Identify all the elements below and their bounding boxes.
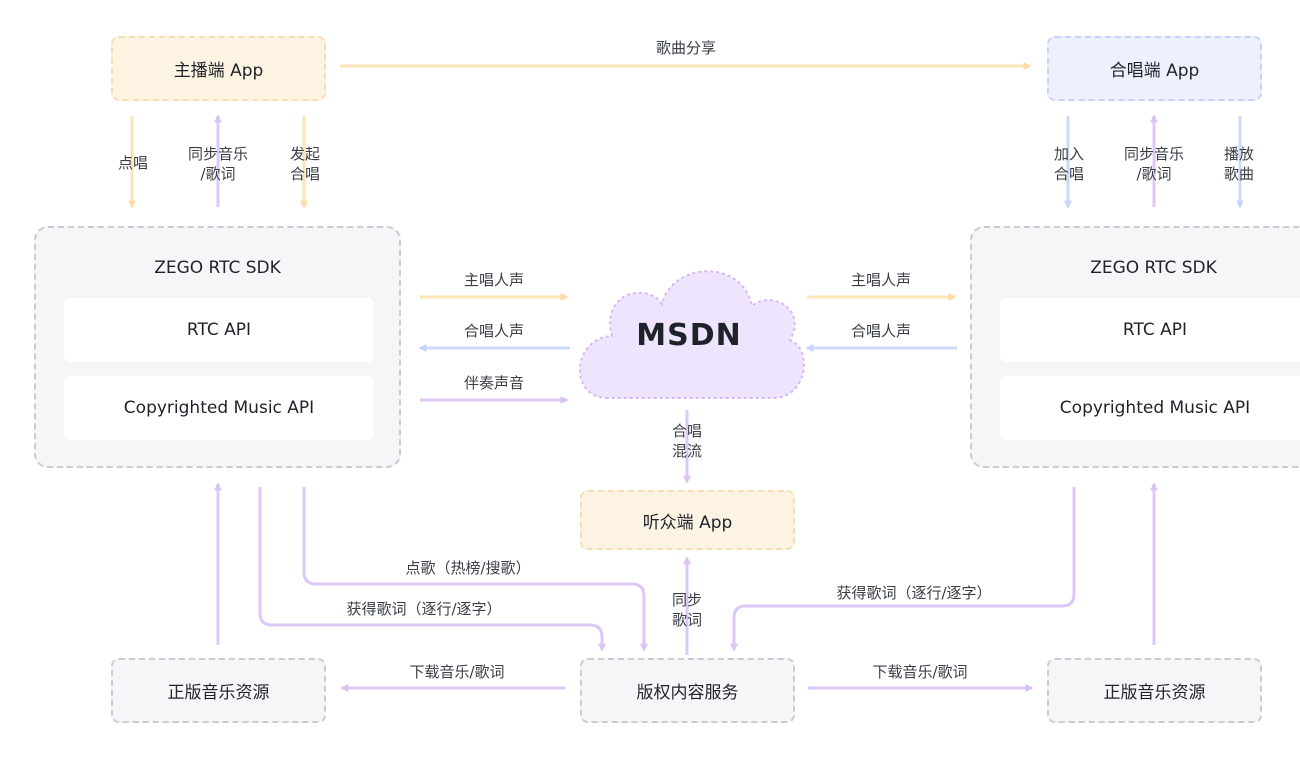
label-mix-line1: 合唱	[671, 422, 703, 440]
chorus-app-node: 合唱端 App	[1047, 36, 1262, 101]
music-resource-right: 正版音乐资源	[1047, 658, 1262, 723]
host-app-label: 主播端 App	[173, 61, 264, 81]
label-left-chorus-voice: 合唱人声	[463, 322, 525, 340]
label-mix: 合唱 混流	[672, 421, 702, 461]
label-left-start-line2: 合唱	[289, 165, 321, 183]
sdk-right-rtc-api: RTC API	[1000, 298, 1300, 362]
sdk-left: ZEGO RTC SDK RTC API Copyrighted Music A…	[34, 226, 401, 468]
label-right-sync-line1: 同步音乐	[1123, 145, 1185, 163]
copyright-service-label: 版权内容服务	[636, 683, 739, 703]
label-right-join-line1: 加入	[1053, 145, 1085, 163]
sdk-left-music-api: Copyrighted Music API	[64, 376, 374, 440]
label-left-sync: 同步音乐 /歌词	[188, 144, 248, 184]
label-song-share: 歌曲分享	[655, 39, 717, 57]
audience-app-node: 听众端 App	[580, 490, 795, 550]
label-right-sync-line2: /歌词	[1136, 165, 1172, 183]
label-sync-lyrics-line1: 同步	[671, 591, 703, 609]
copyright-service-node: 版权内容服务	[580, 658, 795, 723]
label-right-chorus-voice: 合唱人声	[850, 322, 912, 340]
label-right-play: 播放 歌曲	[1224, 144, 1254, 184]
sdk-left-title: ZEGO RTC SDK	[154, 258, 281, 278]
label-left-sync-line2: /歌词	[200, 165, 236, 183]
label-order-song: 点歌（热榜/搜歌）	[405, 559, 531, 577]
arrow-get-lyrics-right	[730, 487, 1076, 652]
msdn-cloud	[579, 270, 805, 399]
label-mix-line2: 混流	[671, 442, 703, 460]
label-left-start-line1: 发起	[289, 145, 321, 163]
sdk-right-music-api: Copyrighted Music API	[1000, 376, 1300, 440]
label-get-lyrics-left: 获得歌词（逐行/逐字）	[346, 600, 502, 618]
chorus-app-label: 合唱端 App	[1109, 61, 1200, 81]
label-left-order: 点唱	[117, 154, 149, 172]
host-app-node: 主播端 App	[111, 36, 326, 101]
label-sync-lyrics-line2: 歌词	[671, 611, 703, 629]
msdn-label: MSDN	[636, 318, 742, 353]
label-get-lyrics-right: 获得歌词（逐行/逐字）	[836, 584, 992, 602]
audience-app-label: 听众端 App	[642, 512, 733, 533]
sdk-right-title: ZEGO RTC SDK	[1090, 258, 1217, 278]
label-left-sync-line1: 同步音乐	[187, 145, 249, 163]
label-right-join: 加入 合唱	[1054, 144, 1084, 184]
label-sync-lyrics: 同步 歌词	[672, 590, 702, 630]
label-right-sync: 同步音乐 /歌词	[1124, 144, 1184, 184]
label-right-join-line2: 合唱	[1053, 165, 1085, 183]
label-right-play-line1: 播放	[1223, 145, 1255, 163]
sdk-right: ZEGO RTC SDK RTC API Copyrighted Music A…	[970, 226, 1300, 468]
music-resource-right-label: 正版音乐资源	[1103, 683, 1206, 703]
label-left-lead-voice: 主唱人声	[463, 271, 525, 289]
music-resource-left-label: 正版音乐资源	[167, 683, 270, 703]
sdk-left-rtc-api: RTC API	[64, 298, 374, 362]
arrow-order-song	[302, 487, 648, 652]
label-right-lead-voice: 主唱人声	[850, 271, 912, 289]
arrow-get-lyrics-left	[258, 487, 606, 652]
label-right-play-line2: 歌曲	[1223, 165, 1255, 183]
label-download-left: 下载音乐/歌词	[409, 663, 505, 681]
label-left-accompaniment: 伴奏声音	[463, 374, 525, 392]
label-download-right: 下载音乐/歌词	[872, 663, 968, 681]
music-resource-left: 正版音乐资源	[111, 658, 326, 723]
label-left-start: 发起 合唱	[290, 144, 320, 184]
